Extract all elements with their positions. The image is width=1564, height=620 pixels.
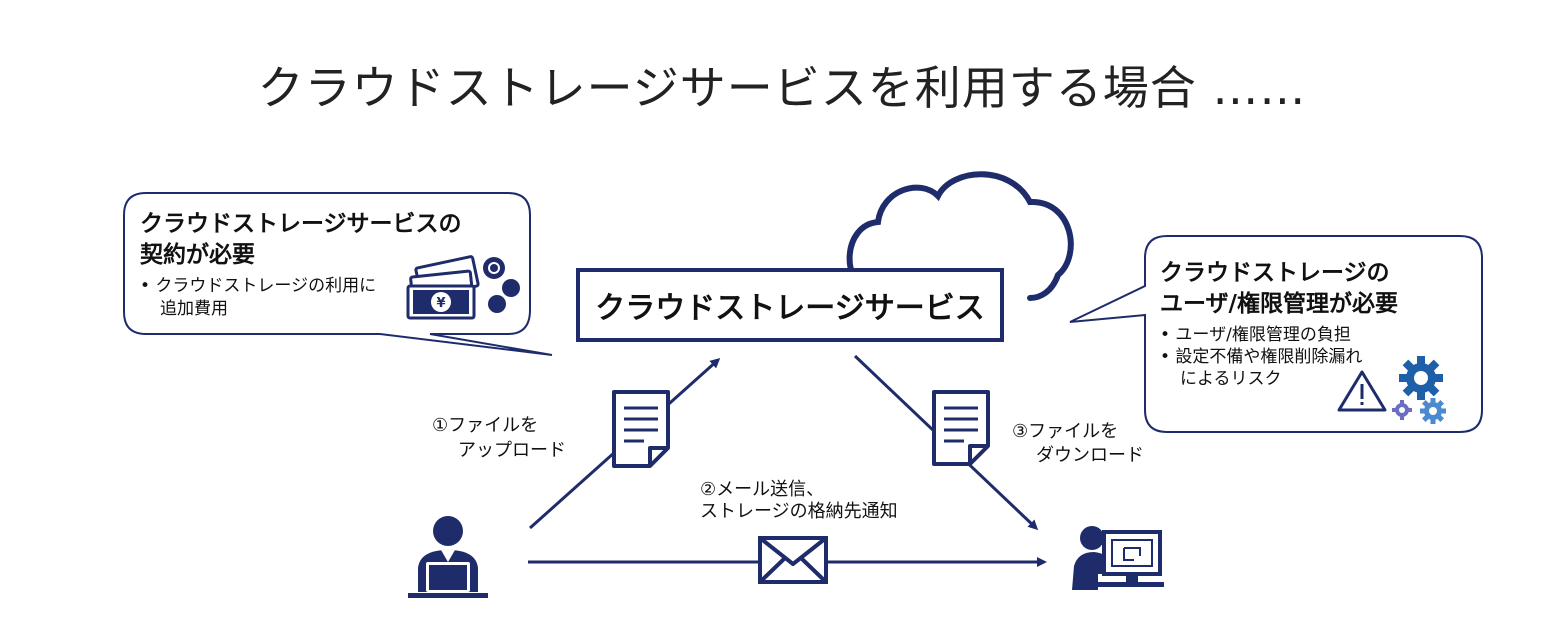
document-icon <box>612 390 670 468</box>
user-desktop-icon <box>1072 526 1164 590</box>
right-bubble-bullet2-line1: • 設定不備や権限削除漏れ <box>1160 347 1363 367</box>
step-upload-line1: ①ファイルを <box>432 415 539 436</box>
right-bubble-bullet1: • ユーザ/権限管理の負担 <box>1160 325 1351 345</box>
cloud-icon <box>846 171 1074 301</box>
left-bubble-title-line1: クラウドストレージサービスの <box>140 211 462 237</box>
document-icon <box>932 390 990 466</box>
step-download-line1: ③ファイルを <box>1012 421 1119 442</box>
service-label: クラウドストレージサービス <box>595 291 985 326</box>
warning-icon <box>1337 370 1387 412</box>
gear-icon <box>1392 356 1446 424</box>
envelope-icon <box>758 536 828 584</box>
user-laptop-icon <box>408 516 488 598</box>
left-bubble-bullet-line2: 追加費用 <box>160 299 228 319</box>
step-mail-line1: ②メール送信、 <box>700 479 825 500</box>
step-upload-line2: アップロード <box>458 440 566 461</box>
right-bubble-title-line1: クラウドストレージの <box>1160 260 1390 286</box>
right-speech-bubble <box>1069 235 1483 433</box>
svg-text:¥: ¥ <box>436 296 445 311</box>
step-download-line2: ダウンロード <box>1036 445 1144 466</box>
step-mail-line2: ストレージの格納先通知 <box>700 501 898 522</box>
coin-icon <box>483 257 520 313</box>
left-bubble-title-line2: 契約が必要 <box>140 242 255 268</box>
right-bubble-title-line2: ユーザ/権限管理が必要 <box>1160 291 1398 317</box>
money-icon: ¥ <box>406 255 480 320</box>
service-box <box>576 268 1004 342</box>
left-bubble-bullet-line1: • クラウドストレージの利用に <box>140 276 377 296</box>
right-bubble-bullet2-line2: によるリスク <box>1180 369 1282 389</box>
page-title: クラウドストレージサービスを利用する場合 …… <box>257 61 1307 115</box>
